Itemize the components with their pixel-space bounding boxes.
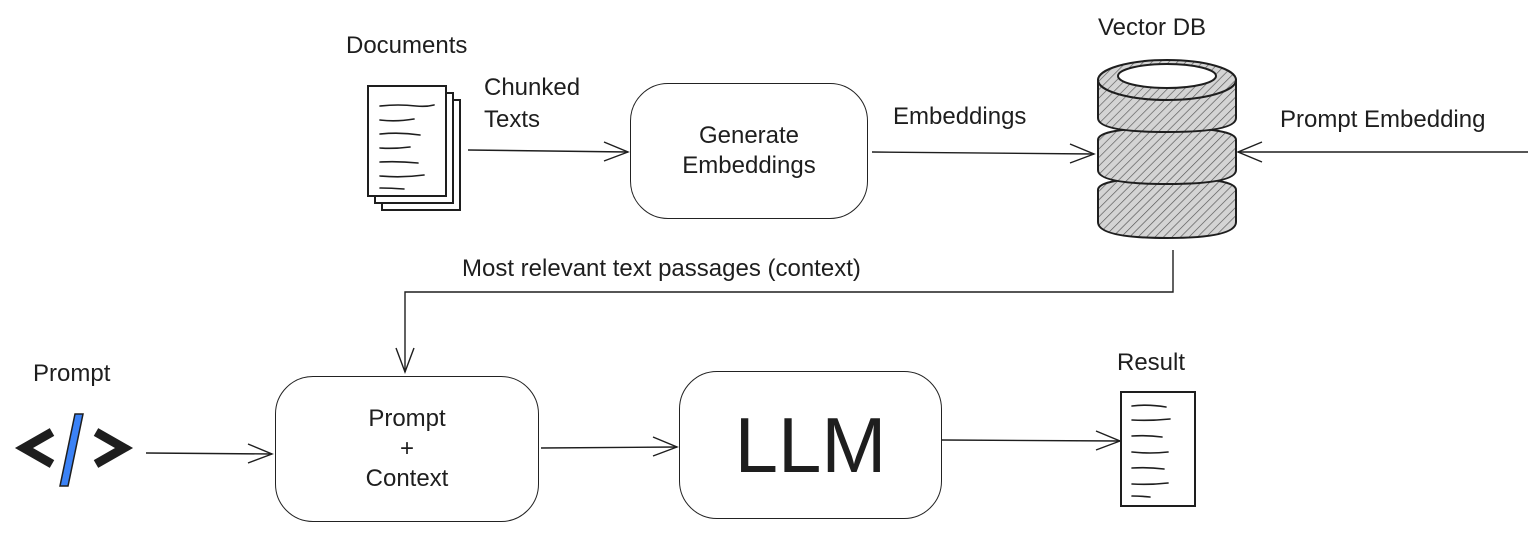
arrow-vectordb-to-prompt-context bbox=[395, 250, 1174, 374]
arrow-llm-to-result bbox=[941, 430, 1122, 451]
chunked-texts-label-line2: Texts bbox=[484, 106, 541, 133]
arrow-prompt-to-prompt-context bbox=[145, 443, 274, 464]
generate-embeddings-box: Generate Embeddings bbox=[630, 83, 868, 219]
arrow-generate-to-vectordb bbox=[871, 143, 1096, 164]
arrow-docs-to-generate bbox=[467, 141, 630, 162]
arrow-prompt-context-to-llm bbox=[540, 436, 679, 457]
generate-embeddings-line2: Embeddings bbox=[682, 152, 816, 179]
arrow-prompt-embedding-to-vectordb bbox=[1236, 141, 1528, 163]
prompt-context-line1: Prompt bbox=[368, 405, 446, 432]
vector-db-label: Vector DB bbox=[1098, 14, 1207, 41]
chunked-texts-label-line1: Chunked bbox=[484, 74, 581, 101]
generate-embeddings-line1: Generate bbox=[698, 122, 800, 149]
result-document-icon bbox=[1120, 391, 1196, 507]
context-passages-label: Most relevant text passages (context) bbox=[462, 255, 861, 282]
prompt-label: Prompt bbox=[33, 360, 111, 387]
prompt-embedding-label: Prompt Embedding bbox=[1280, 106, 1486, 133]
llm-label: LLM bbox=[734, 401, 887, 489]
documents-label: Documents bbox=[346, 32, 468, 59]
result-label: Result bbox=[1117, 349, 1186, 376]
code-icon bbox=[14, 413, 134, 487]
prompt-context-line3: Context bbox=[365, 465, 449, 492]
prompt-context-line2: + bbox=[399, 435, 414, 462]
llm-box: LLM bbox=[679, 371, 942, 519]
prompt-context-box: Prompt + Context bbox=[275, 376, 539, 522]
embeddings-label: Embeddings bbox=[893, 103, 1027, 130]
documents-icon bbox=[367, 85, 461, 211]
vector-db-icon bbox=[1097, 59, 1237, 240]
